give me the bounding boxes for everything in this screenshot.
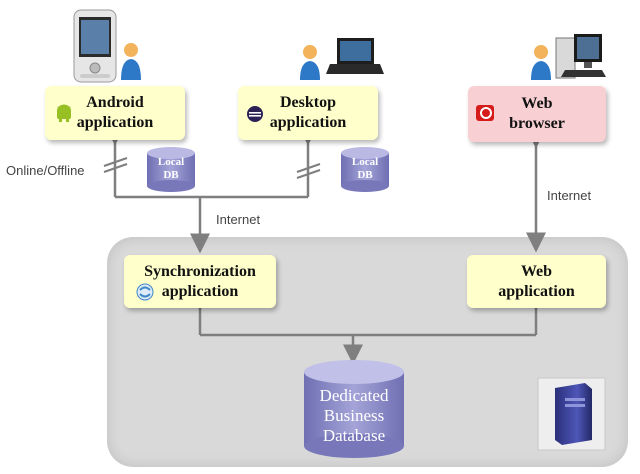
database-connector	[190, 291, 546, 365]
local-db-1-cylinder	[147, 147, 195, 192]
dedicated-database-label: Dedicated Business Database	[319, 386, 389, 445]
eclipse-icon	[247, 106, 263, 122]
browser-logo-icon	[476, 105, 494, 121]
web-application-label: Web application	[498, 262, 575, 300]
sync-icon	[136, 283, 154, 301]
android-icon	[57, 104, 71, 122]
desktop-application-node: Desktop application	[238, 86, 378, 140]
synchronization-application-node: Synchronization application	[124, 255, 276, 308]
local-db-2-cylinder	[341, 147, 389, 192]
android-application-label: Android application	[76, 94, 154, 131]
web-browser-node: Web browser	[468, 86, 606, 142]
user-icon	[121, 43, 141, 80]
smartphone-icon	[73, 9, 117, 83]
web-browser-label: Web browser	[509, 95, 565, 132]
dedicated-db-cylinder	[304, 360, 404, 458]
user-icon	[300, 45, 320, 80]
server-tower-icon	[537, 377, 606, 451]
user-icon	[531, 45, 551, 80]
local-db-2-label: Local DB	[351, 156, 379, 181]
android-application-node: Android application	[45, 86, 185, 140]
laptop-icon	[326, 38, 384, 74]
internet-label-left: Internet	[216, 212, 261, 227]
online-offline-label: Online/Offline	[6, 163, 85, 178]
local-db-1-label: Local DB	[157, 156, 185, 181]
synchronization-application-label: Synchronization application	[144, 262, 256, 300]
web-application-node: Web application	[467, 255, 606, 308]
client-connector	[105, 125, 318, 254]
internet-label-right: Internet	[547, 188, 592, 203]
offline-break-mark	[103, 157, 321, 179]
desktop-application-label: Desktop application	[269, 94, 347, 131]
desktop-computer-icon	[555, 34, 606, 79]
